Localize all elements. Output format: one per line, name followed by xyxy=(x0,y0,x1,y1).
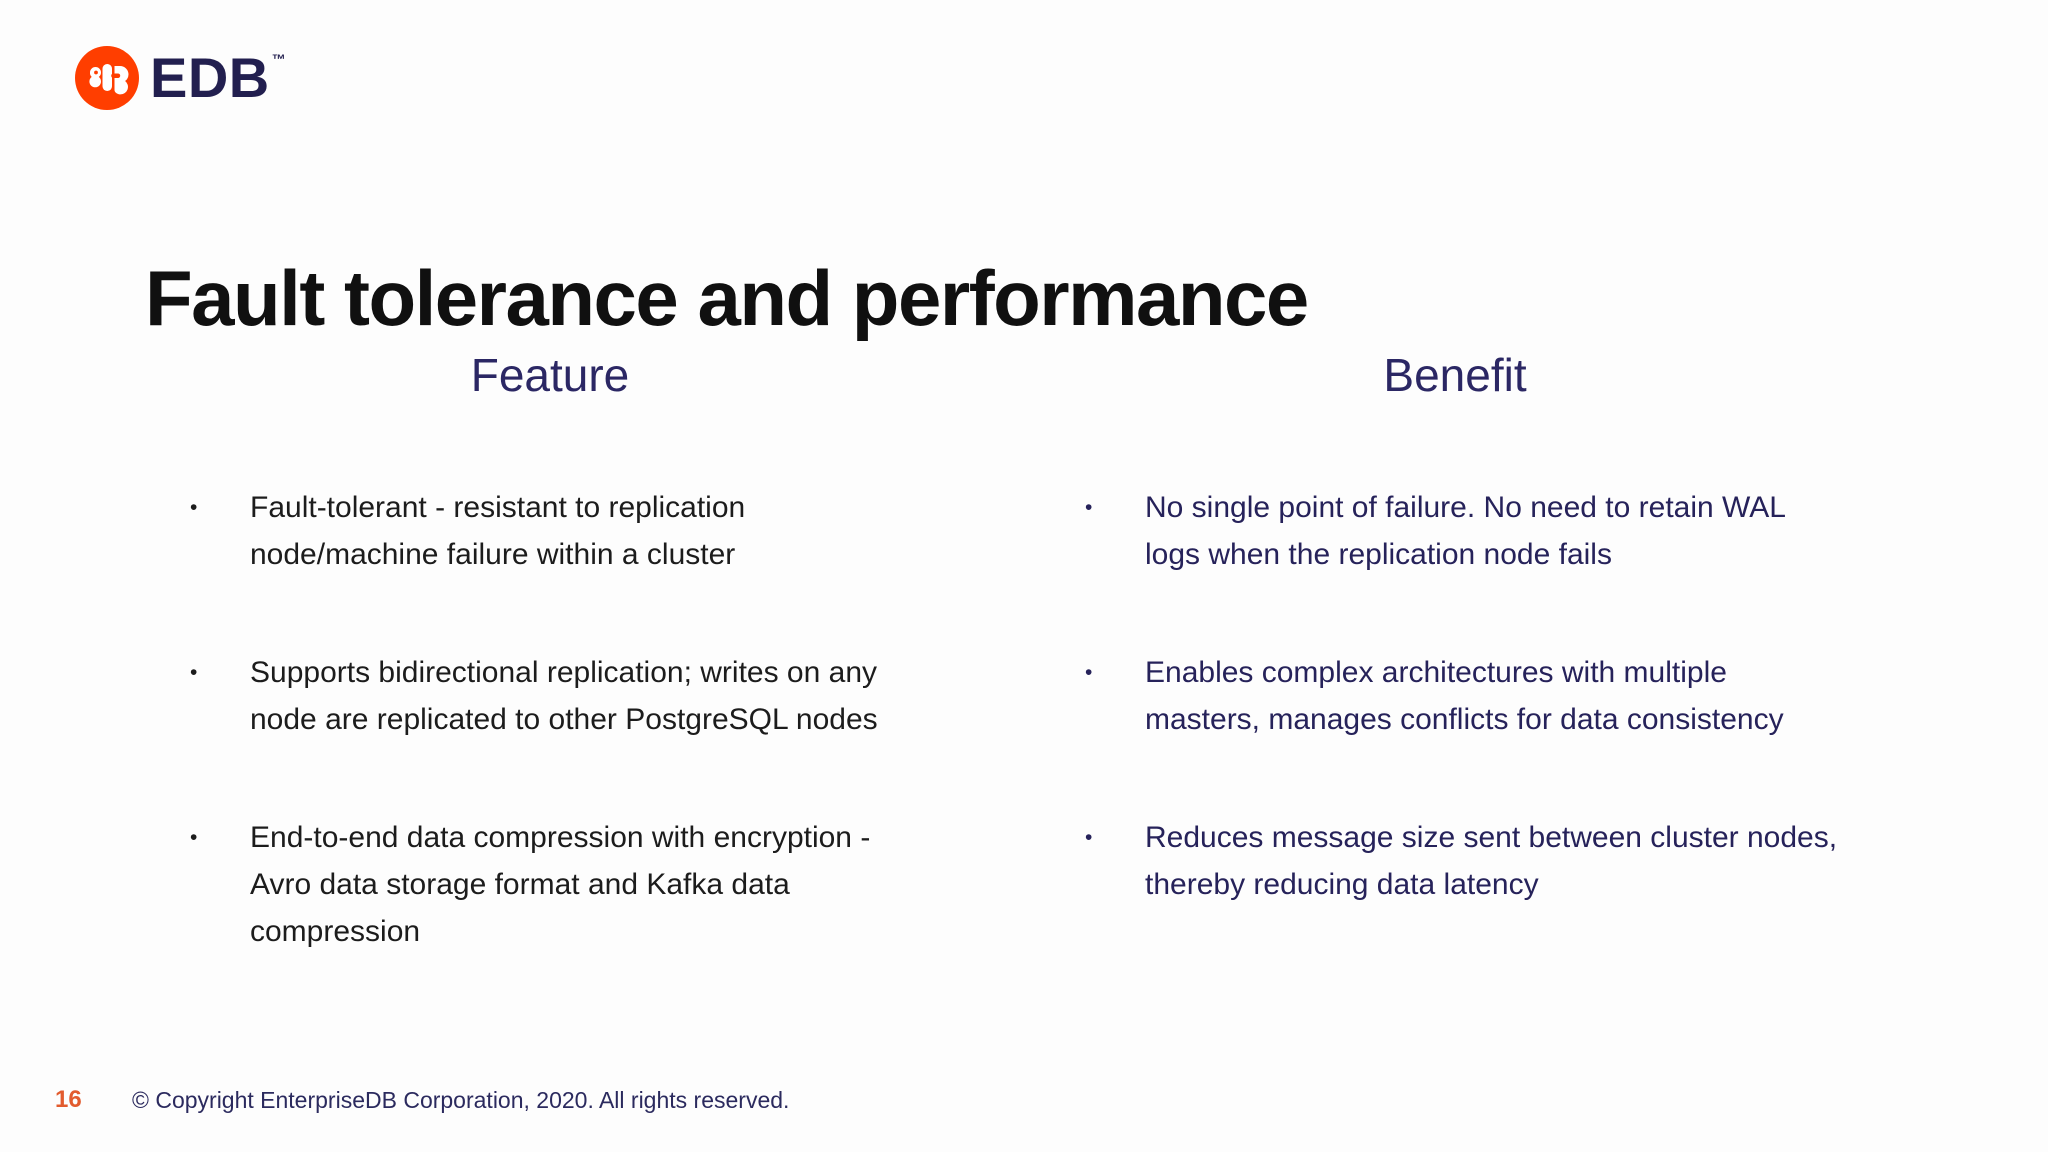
feature-bullet-3-text: End-to-end data compression with encrypt… xyxy=(250,821,871,948)
edb-logo: EDB ™ xyxy=(75,46,286,110)
feature-bullet-2: • Supports bidirectional replication; wr… xyxy=(190,649,955,743)
benefit-bullet-1-text: No single point of failure. No need to r… xyxy=(1145,491,1786,571)
benefit-bullet-1: • No single point of failure. No need to… xyxy=(1085,484,1870,578)
edb-elephant-icon xyxy=(75,46,139,110)
bullet-dot-icon: • xyxy=(1085,661,1093,684)
feature-bullet-2-text: Supports bidirectional replication; writ… xyxy=(250,656,878,736)
bullet-dot-icon: • xyxy=(190,496,198,519)
benefit-bullet-2-text: Enables complex architectures with multi… xyxy=(1145,656,1784,736)
slide-title: Fault tolerance and performance xyxy=(145,254,1309,343)
bullet-dot-icon: • xyxy=(1085,826,1093,849)
feature-column-header: Feature xyxy=(470,349,630,401)
feature-bullet-3: • End-to-end data compression with encry… xyxy=(190,814,955,955)
bullet-dot-icon: • xyxy=(190,826,198,849)
copyright-text: © Copyright EnterpriseDB Corporation, 20… xyxy=(132,1087,790,1113)
feature-bullet-1-text: Fault-tolerant - resistant to replicatio… xyxy=(250,491,746,571)
benefit-column: Benefit • No single point of failure. No… xyxy=(1040,346,1870,979)
benefit-column-header: Benefit xyxy=(1383,349,1527,401)
slide-footer: 16 © Copyright EnterpriseDB Corporation,… xyxy=(0,1085,2048,1125)
feature-bullet-1: • Fault-tolerant - resistant to replicat… xyxy=(190,484,955,578)
bullet-dot-icon: • xyxy=(190,661,198,684)
bullet-dot-icon: • xyxy=(1085,496,1093,519)
benefit-bullet-list: • No single point of failure. No need to… xyxy=(1040,484,1870,908)
benefit-bullet-3: • Reduces message size sent between clus… xyxy=(1085,814,1870,908)
feature-bullet-list: • Fault-tolerant - resistant to replicat… xyxy=(145,484,955,955)
page-number: 16 xyxy=(55,1086,82,1113)
trademark-symbol: ™ xyxy=(271,51,287,67)
edb-logo-word: EDB xyxy=(150,46,270,109)
feature-column: Feature • Fault-tolerant - resistant to … xyxy=(145,346,955,1026)
benefit-bullet-2: • Enables complex architectures with mul… xyxy=(1085,649,1870,743)
benefit-bullet-3-text: Reduces message size sent between cluste… xyxy=(1145,821,1838,901)
edb-logo-text: EDB ™ xyxy=(150,50,286,106)
